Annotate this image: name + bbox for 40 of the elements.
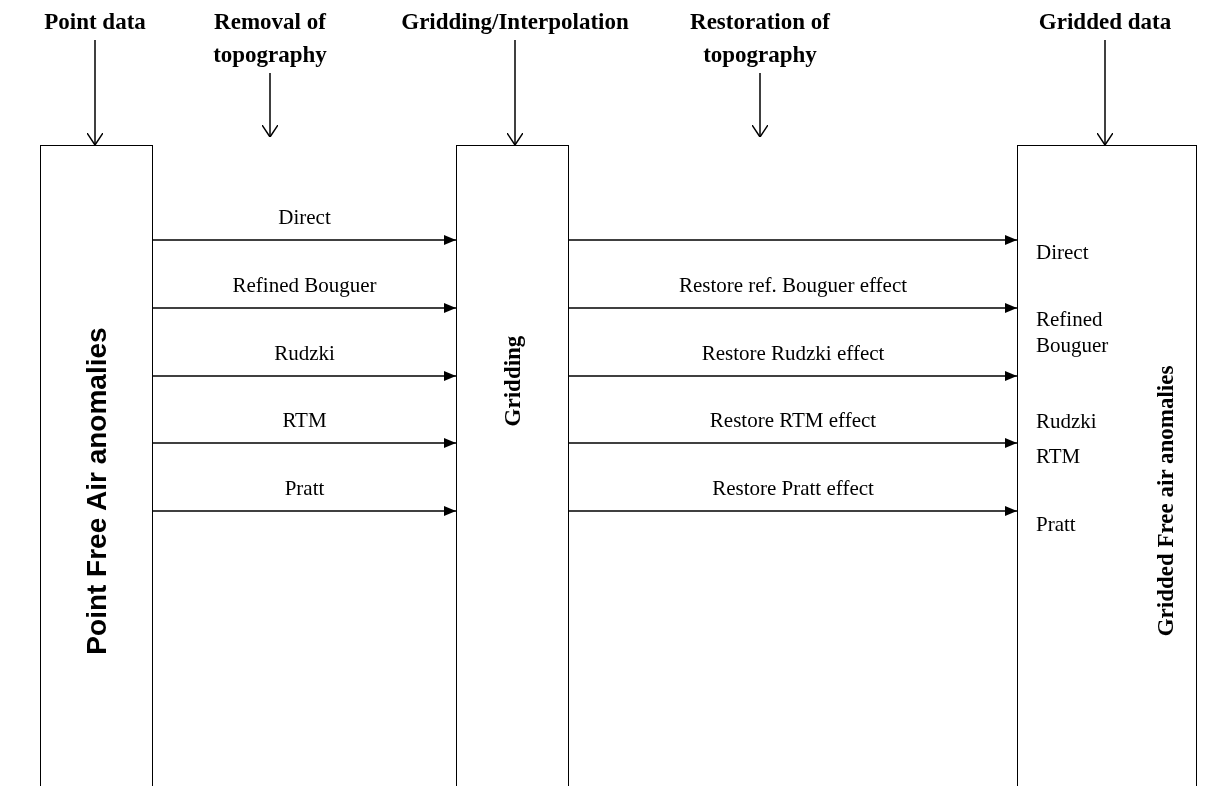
edge-label: Refined Bouguer <box>232 273 377 298</box>
arrow <box>506 39 524 146</box>
column-heading: Gridding/Interpolation <box>395 5 635 38</box>
column-title: Gridded Free air anomalies <box>1153 365 1179 637</box>
arrow <box>261 72 279 138</box>
edge-label: Rudzki <box>274 341 335 366</box>
result-label: Pratt <box>1036 511 1076 537</box>
arrow <box>152 303 457 313</box>
column-title: Point Free Air anomalies <box>80 327 113 655</box>
arrow <box>568 371 1018 381</box>
column-heading: Restoration of topography <box>660 5 860 71</box>
edge-label: Pratt <box>284 476 325 501</box>
arrow <box>152 438 457 448</box>
process-column <box>40 145 153 786</box>
edge-label: Restore RTM effect <box>709 408 877 433</box>
arrow <box>86 39 104 146</box>
column-heading: Point data <box>20 5 170 38</box>
arrow <box>152 235 457 245</box>
arrow <box>568 438 1018 448</box>
arrow <box>152 506 457 516</box>
arrow <box>568 235 1018 245</box>
column-heading: Gridded data <box>1020 5 1190 38</box>
arrow <box>152 371 457 381</box>
arrow <box>568 506 1018 516</box>
edge-label: Restore ref. Bouguer effect <box>678 273 908 298</box>
process-column <box>456 145 569 786</box>
edge-label: Restore Rudzki effect <box>701 341 885 366</box>
edge-label: Restore Pratt effect <box>712 476 874 501</box>
result-label: Direct <box>1036 239 1089 265</box>
arrow <box>1096 39 1114 146</box>
edge-label: RTM <box>282 408 327 433</box>
edge-label: Direct <box>278 205 331 230</box>
process-column <box>1017 145 1197 786</box>
arrow <box>751 72 769 138</box>
result-label: Refined Bouguer <box>1036 306 1110 358</box>
column-heading: Removal of topography <box>190 5 350 71</box>
column-title: Gridding <box>499 335 526 427</box>
result-label: RTM <box>1036 443 1081 469</box>
result-label: Rudzki <box>1036 408 1097 434</box>
arrow <box>568 303 1018 313</box>
